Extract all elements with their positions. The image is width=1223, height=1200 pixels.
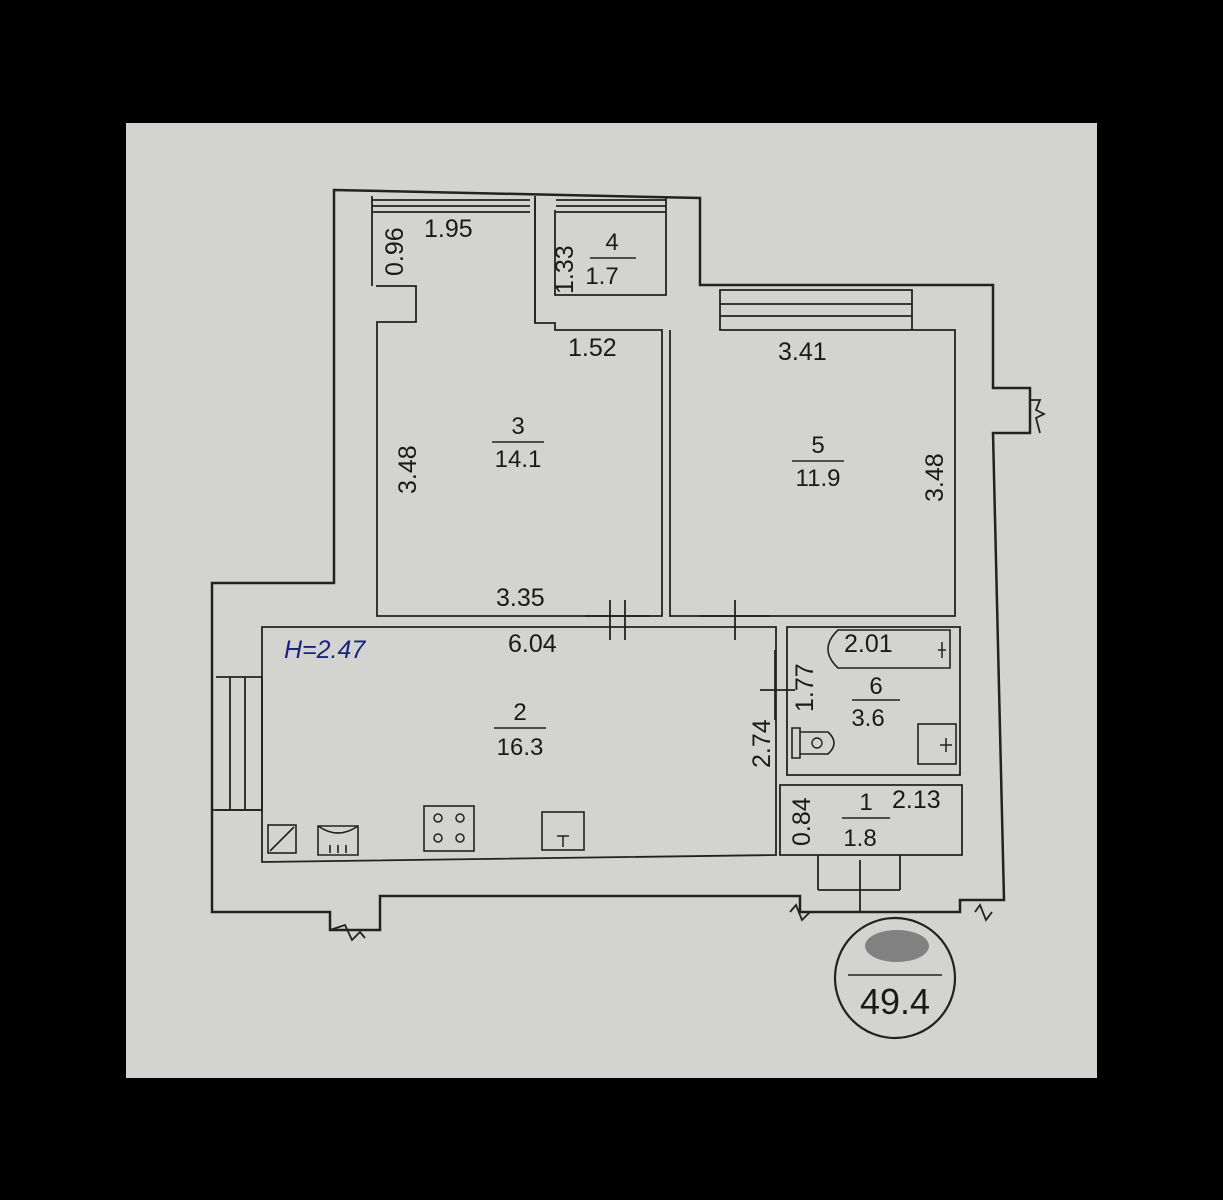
outer-walls [210, 188, 1047, 942]
dimension-label: 0.96 [381, 227, 409, 276]
dimension-label: 3.48 [921, 453, 949, 502]
washbasin-icon [917, 723, 957, 765]
bathtub-icon [827, 629, 951, 669]
room-number: 4 [605, 229, 618, 256]
dimension-label: 2.74 [748, 719, 776, 768]
total-area-stamp: 49.4 [833, 916, 957, 1040]
room-5-label: 5 11.9 [792, 432, 844, 492]
ceiling-height-label: H=2.47 [284, 636, 366, 664]
room-area: 16.3 [497, 734, 544, 761]
room-6-label: 6 3.6 [851, 673, 900, 732]
sink-icon [267, 824, 297, 854]
fridge-icon [541, 811, 585, 851]
room-area: 1.7 [585, 263, 618, 290]
dimension-label: 6.04 [508, 630, 557, 658]
room-number: 5 [811, 432, 824, 459]
room-area: 3.6 [851, 705, 884, 732]
room-number: 1 [859, 789, 872, 816]
dimension-label: 3.35 [496, 584, 545, 612]
dimension-label: 1.95 [424, 215, 473, 243]
room-number: 2 [513, 699, 526, 726]
dimension-label: 3.41 [778, 338, 827, 366]
room-area: 11.9 [796, 465, 841, 492]
dimension-label: 1.52 [568, 334, 617, 362]
stove-icon [423, 805, 475, 852]
total-area-value: 49.4 [860, 981, 930, 1022]
room-2-label: 2 16.3 [494, 699, 546, 761]
room-3-label: 3 14.1 [492, 413, 544, 473]
dimension-label: 1.77 [791, 663, 819, 712]
fixtures [267, 629, 957, 856]
washer-icon [317, 825, 359, 856]
room-number: 3 [511, 413, 524, 440]
room-1-label: 1 1.8 [842, 789, 890, 852]
paper-background [126, 123, 1097, 1078]
room-4-label: 4 1.7 [585, 229, 636, 290]
dimension-label: 0.84 [788, 797, 816, 846]
dimension-label: 3.48 [394, 445, 422, 494]
dimension-label: 2.01 [844, 630, 893, 658]
room-number: 6 [869, 673, 882, 700]
toilet-icon [791, 727, 835, 759]
room-area: 1.8 [843, 825, 876, 852]
room-area: 14.1 [495, 446, 542, 473]
dimension-label: 2.13 [892, 786, 941, 814]
dimension-label: 1.33 [551, 245, 579, 294]
